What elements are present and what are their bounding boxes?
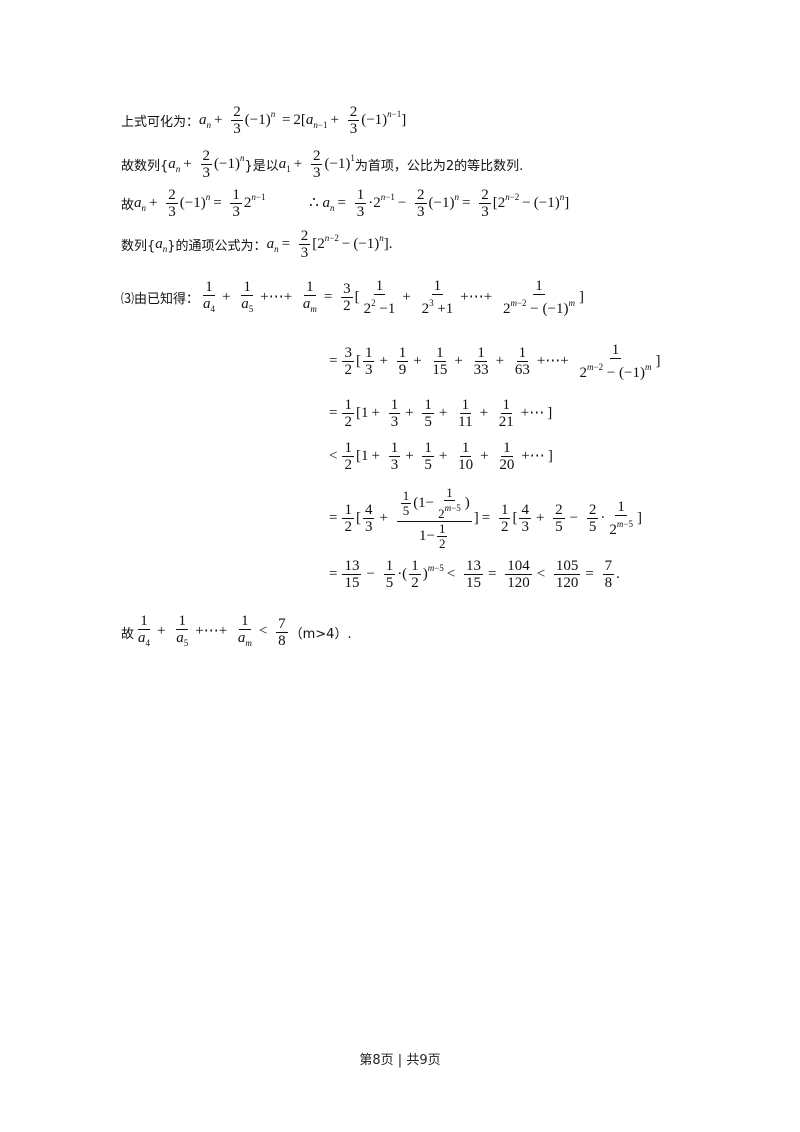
text-label: 故数列{ — [121, 159, 169, 174]
text-label: 故 — [121, 198, 135, 213]
text-label: 故 — [121, 626, 135, 642]
text-label: 上式可化为： — [121, 115, 200, 130]
text-label: }是以 — [244, 159, 279, 174]
page-footer: 第8页 | 共9页 — [0, 1049, 800, 1068]
page-number: 第8页 — [359, 1053, 394, 1068]
text-label: （m>4）. — [289, 626, 352, 642]
math-expression: an — [155, 235, 168, 254]
text-label: }的通项公式为： — [167, 239, 267, 254]
text-label: ⑶由已知得： — [121, 292, 200, 307]
page-total: 共9页 — [406, 1053, 441, 1068]
footer-separator: | — [397, 1053, 403, 1068]
text-label: 数列{ — [121, 239, 156, 254]
text-label: 为首项，公比为2的等比数列. — [354, 159, 524, 174]
